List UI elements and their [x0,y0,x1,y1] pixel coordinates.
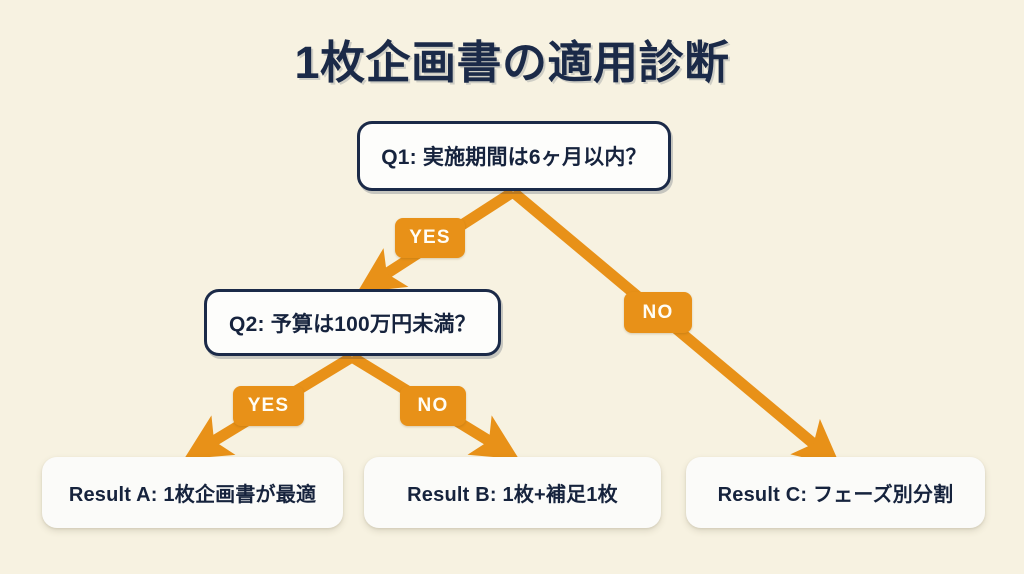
edge-label-q1-yes: YES [395,218,465,258]
page-title: 1枚企画書の適用診断 [294,37,730,88]
edge-label-q2-no: NO [400,386,466,426]
decision-node-q2-label: Q2: 予算は100万円未満？ [229,312,476,336]
result-node-a[interactable]: Result A: 1枚企画書が最適 [42,457,343,528]
result-node-c[interactable]: Result C: フェーズ別分割 [686,457,985,528]
edge-label-q1-no: NO [624,292,692,333]
decision-node-q1-label: Q1: 実施期間は6ヶ月以内？ [381,146,647,169]
result-node-c-label: Result C: フェーズ別分割 [717,484,954,506]
result-node-b[interactable]: Result B: 1枚+補足1枚 [364,457,661,528]
decision-node-q1[interactable]: Q1: 実施期間は6ヶ月以内？ [357,121,671,191]
decision-node-q2[interactable]: Q2: 予算は100万円未満？ [204,289,501,356]
result-node-a-label: Result A: 1枚企画書が最適 [68,484,317,506]
edge-label-q2-yes: YES [233,386,304,426]
result-node-b-label: Result B: 1枚+補足1枚 [407,484,618,506]
